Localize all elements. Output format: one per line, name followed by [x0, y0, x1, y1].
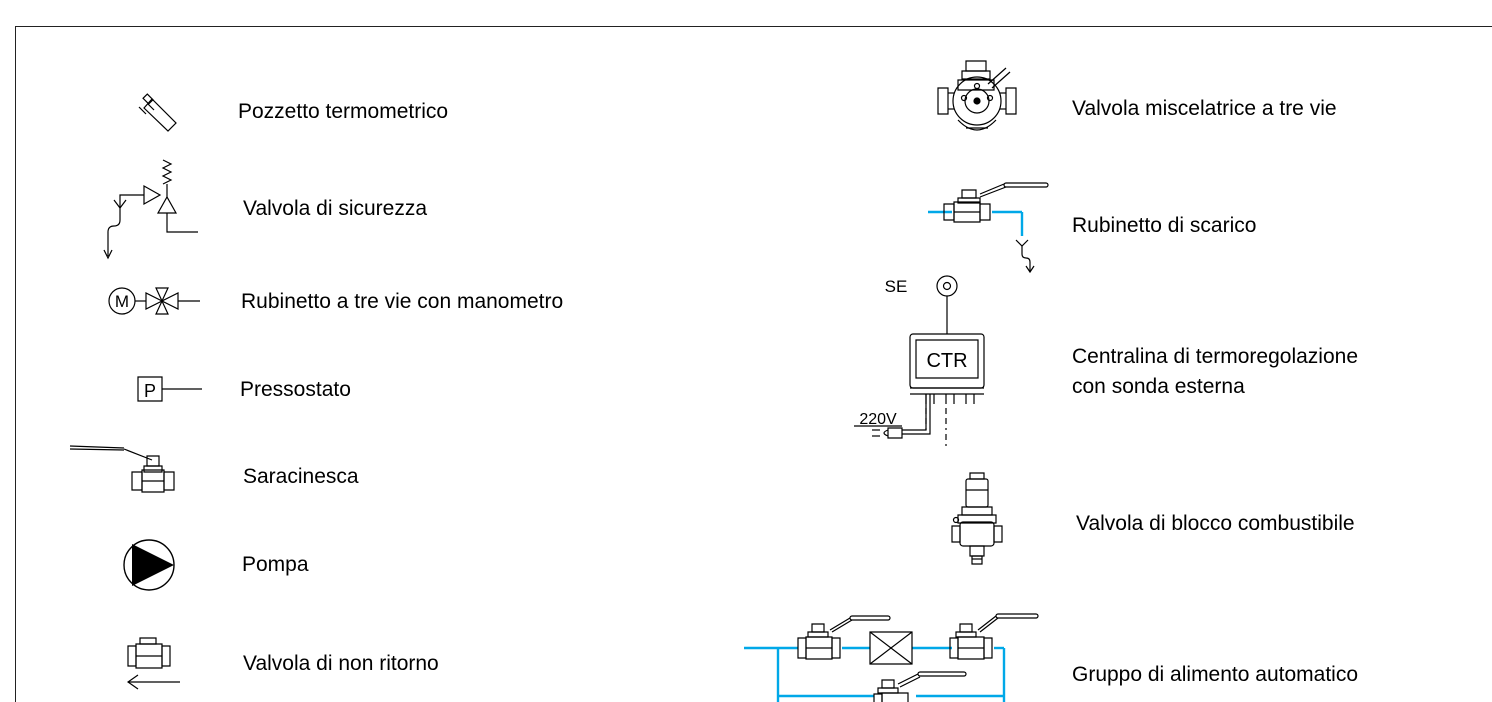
- legend-label-safety-valve: Valvola di sicurezza: [243, 197, 428, 220]
- voltage-label: 220V: [859, 411, 897, 428]
- three-way-mixing-valve-icon: [936, 58, 1018, 140]
- drawing-frame: [15, 26, 1492, 702]
- legend-label-fuel-shutoff-valve: Valvola di blocco combustibile: [1076, 512, 1355, 535]
- safety-valve-icon: [100, 158, 204, 270]
- gate-valve-icon: [68, 442, 180, 494]
- pressure-switch-icon: P: [136, 375, 204, 405]
- legend-label-thermoregulation-line2: con sonda esterna: [1072, 375, 1245, 398]
- three-way-valve-gauge-icon: M: [106, 284, 202, 320]
- legend-label-thermometer-well: Pozzetto termometrico: [238, 100, 449, 123]
- pressure-switch-letter: P: [144, 381, 156, 401]
- fuel-shutoff-valve-icon: [948, 470, 1006, 568]
- legend-label-thermoregulation-line1: Centralina di termoregolazione: [1072, 345, 1358, 368]
- legend-label-automatic-fill-group: Gruppo di alimento automatico: [1072, 663, 1358, 686]
- legend-label-check-valve: Valvola di non ritorno: [243, 652, 439, 675]
- legend-label-mixing-valve: Valvola miscelatrice a tre vie: [1072, 97, 1337, 120]
- gauge-letter: M: [115, 292, 129, 311]
- legend-label-three-way-valve-gauge: Rubinetto a tre vie con manometro: [241, 290, 564, 313]
- probe-label: SE: [885, 277, 908, 296]
- legend-label-gate-valve: Saracinesca: [243, 465, 359, 488]
- drain-valve-icon: [926, 180, 1054, 276]
- check-valve-icon: [124, 636, 184, 692]
- legend-label-drain-valve: Rubinetto di scarico: [1072, 214, 1257, 237]
- pump-icon: [120, 536, 180, 596]
- legend-label-pump: Pompa: [242, 553, 309, 576]
- thermometer-well-icon: [136, 94, 182, 132]
- legend-label-pressure-switch: Pressostato: [240, 378, 351, 401]
- ctr-box-label: CTR: [926, 350, 967, 372]
- thermoregulation-unit-icon: SE CTR 220V: [850, 268, 1000, 448]
- automatic-fill-group-icon: [742, 610, 1042, 702]
